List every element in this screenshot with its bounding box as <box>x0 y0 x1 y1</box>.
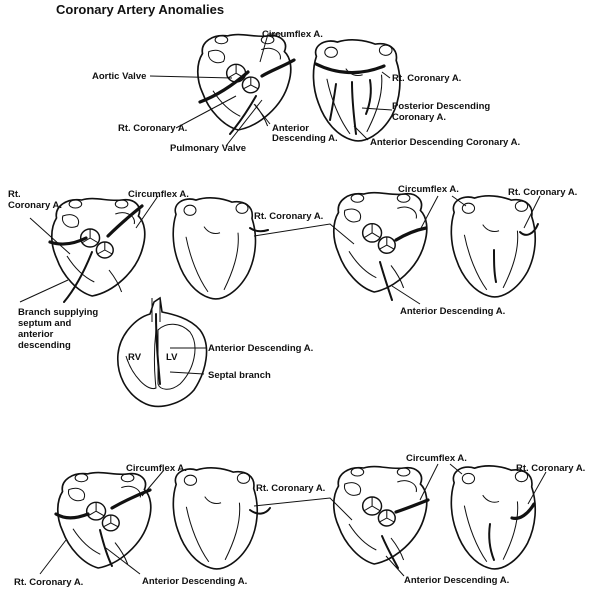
branch-line2: septum and <box>18 318 72 329</box>
bottom-left-heart-front <box>56 473 151 568</box>
lv-label: LV <box>166 352 178 363</box>
branch-line1: Branch supplying <box>18 307 98 318</box>
bottom-right-heart-front <box>334 467 428 568</box>
mid-left-coronary-label: Coronary A. <box>8 200 62 211</box>
top-heart-back <box>313 40 399 141</box>
rv-label: RV <box>128 352 142 363</box>
top-circumflex-label: Circumflex A. <box>262 29 323 40</box>
mid-left-rt-label: Rt. <box>8 189 21 200</box>
septal-branch-label: Septal branch <box>208 370 271 381</box>
section-anterior-descending-label: Anterior Descending A. <box>208 343 313 354</box>
bot-rt-coronary-mid-label: Rt. Coronary A. <box>256 483 325 494</box>
bot-right-anterior-descending-label: Anterior Descending A. <box>404 575 509 586</box>
mid-right-circumflex-label: Circumflex A. <box>398 184 459 195</box>
mid-left-circumflex-label: Circumflex A. <box>128 189 189 200</box>
middle-right-heart-back <box>451 196 538 297</box>
top-pulmonary-valve-label: Pulmonary Valve <box>170 143 246 154</box>
bot-right-circumflex-label: Circumflex A. <box>406 453 467 464</box>
middle-right-heart-front <box>334 193 427 300</box>
mid-right-rt-coronary-label: Rt. Coronary A. <box>508 187 577 198</box>
bot-right-rt-coronary-label: Rt. Coronary A. <box>516 463 585 474</box>
branch-line4: descending <box>18 340 71 351</box>
bot-left-circumflex-label: Circumflex A. <box>126 463 187 474</box>
top-rt-coronary-label: Rt. Coronary A. <box>118 123 187 134</box>
top-rt-coronary-right-label: Rt. Coronary A. <box>392 73 461 84</box>
top-posterior-descending-label: Posterior Descending <box>392 101 490 112</box>
mid-right-anterior-descending-label: Anterior Descending A. <box>400 306 505 317</box>
middle-left-heart-front <box>50 199 145 302</box>
top-descending-label: Descending A. <box>272 133 338 144</box>
bottom-right-heart-back <box>451 466 535 569</box>
top-coronary-a-label: Coronary A. <box>392 112 446 123</box>
top-aortic-valve-label: Aortic Valve <box>92 71 146 82</box>
bot-left-anterior-descending-label: Anterior Descending A. <box>142 576 247 587</box>
top-heart-front <box>198 35 294 134</box>
page-title: Coronary Artery Anomalies <box>56 2 224 17</box>
bot-left-rt-coronary-label: Rt. Coronary A. <box>14 577 83 588</box>
top-anterior-descending-coronary-label: Anterior Descending Coronary A. <box>370 137 520 148</box>
mid-rt-coronary-mid-label: Rt. Coronary A. <box>254 211 323 222</box>
branch-line3: anterior <box>18 329 54 340</box>
